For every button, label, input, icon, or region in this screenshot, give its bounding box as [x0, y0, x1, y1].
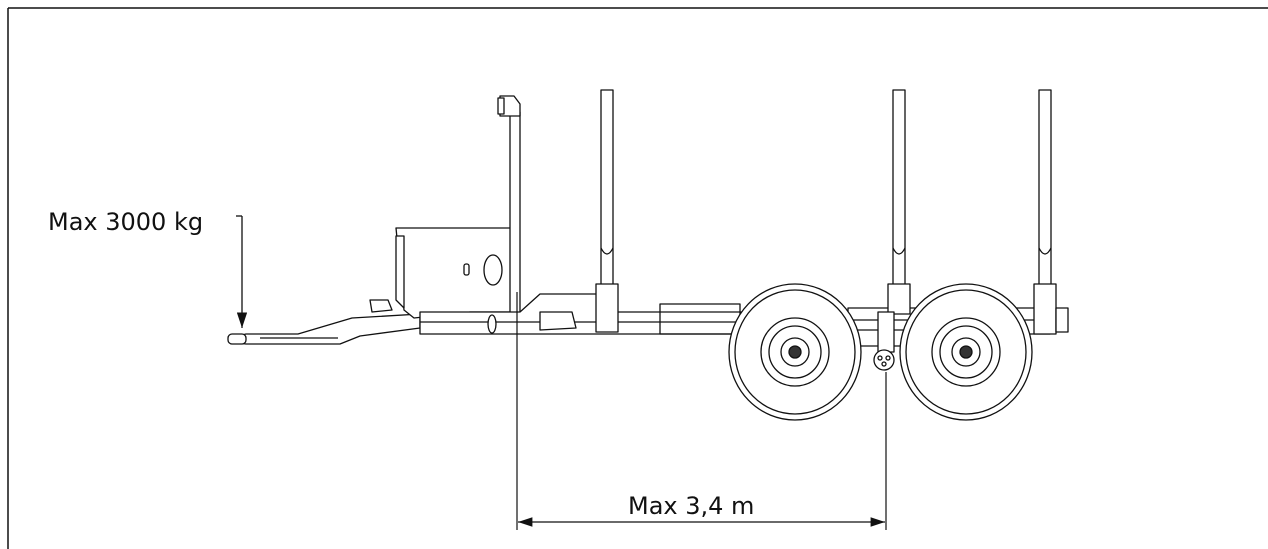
span-dimension — [516, 292, 887, 530]
front-bulkhead — [369, 227, 513, 319]
load-arrow — [236, 215, 248, 328]
drawing-frame — [7, 7, 1268, 549]
max-span-label: Max 3,4 m — [628, 492, 755, 520]
rear-wheel — [899, 283, 1033, 421]
stanchion-1 — [595, 89, 619, 333]
front-wheel — [728, 283, 862, 421]
max-load-label: Max 3000 kg — [48, 208, 204, 236]
drawbar — [227, 313, 421, 345]
stanchion-2 — [887, 89, 911, 315]
stanchion-3 — [1033, 89, 1069, 335]
